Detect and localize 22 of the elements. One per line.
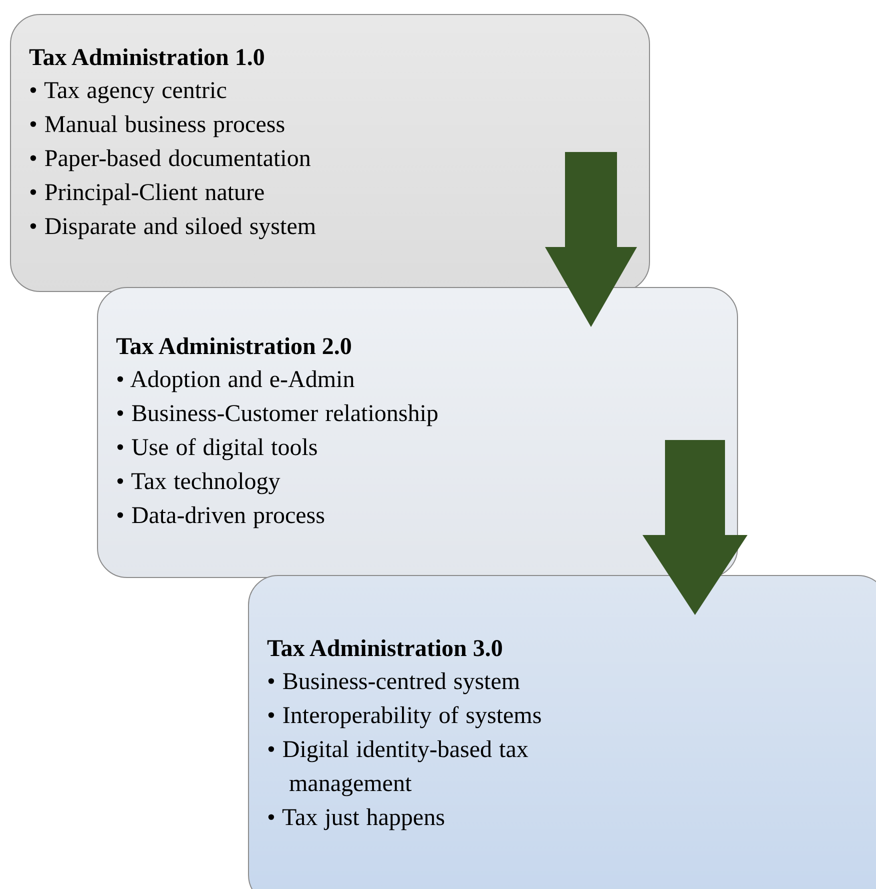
bullet-item: • Disparate and siloed system [29, 213, 318, 242]
bullet-item: • Digital identity-based tax management [267, 736, 530, 799]
bullet-item: • Tax agency centric [29, 77, 228, 106]
bullet-item: • Data-driven process [116, 502, 326, 531]
box-heading: Tax Administration 3.0 [267, 635, 504, 664]
block-arrow [642, 440, 748, 615]
rounded-box [10, 14, 650, 292]
bullet-item: • Tax technology [116, 468, 282, 497]
bullet-item: • Business-centred system [267, 668, 522, 697]
bullet-item: • Use of digital tools [116, 434, 319, 463]
bullet-item: • Paper-based documentation [29, 145, 312, 174]
bullet-item: • Principal-Client nature [29, 179, 266, 208]
box-heading: Tax Administration 2.0 [116, 333, 353, 362]
bullet-item: • Adoption and e-Admin [116, 366, 356, 395]
bullet-item: • Tax just happens [267, 804, 446, 833]
rounded-box [248, 575, 876, 889]
bullet-item: • Manual business process [29, 111, 286, 140]
bullet-item: • Business-Customer relationship [116, 400, 440, 429]
rounded-box [97, 287, 738, 578]
box-heading: Tax Administration 1.0 [29, 44, 266, 73]
bullet-item: • Interoperability of systems [267, 702, 543, 731]
block-arrow [545, 152, 637, 327]
